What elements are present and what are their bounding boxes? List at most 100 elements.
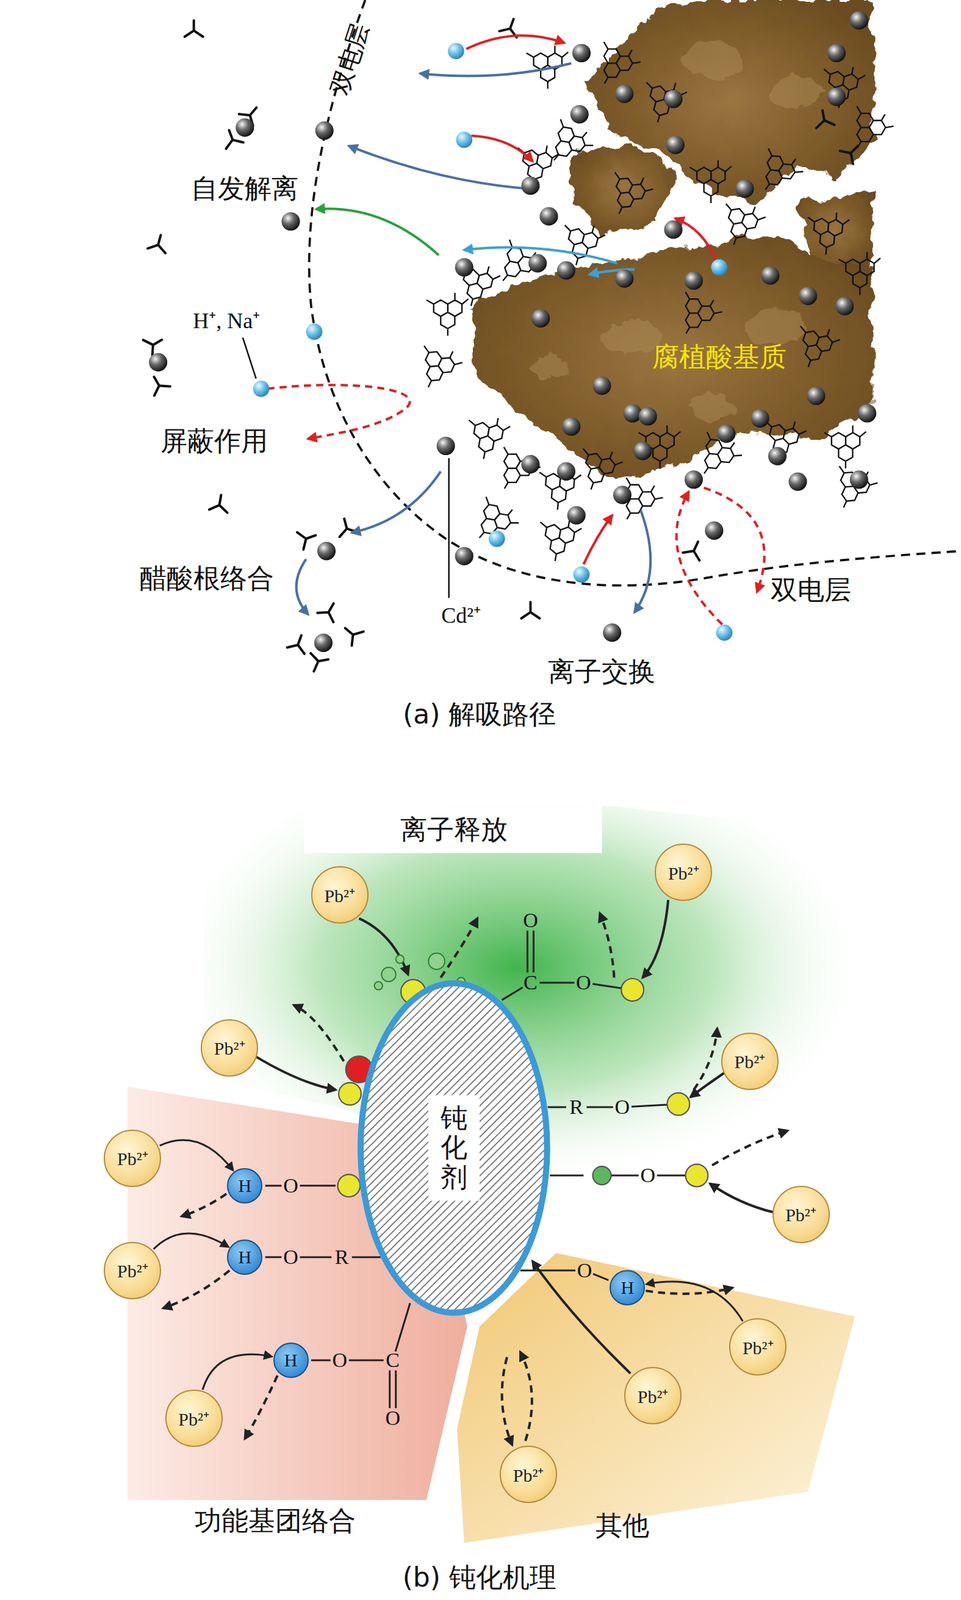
hexagon-ring [748,142,807,202]
flow-arrow [294,1005,345,1062]
chemical-bond [311,1359,331,1362]
cadmium-ion [567,506,586,525]
lead-ion: Pb²⁺ [165,1389,223,1448]
atom-label: C [385,1348,400,1373]
chemical-bond [388,1371,391,1409]
hexagon-ring [426,292,469,336]
hexagon-cluster [689,160,732,204]
flow-arrow [440,918,478,979]
cation [710,259,728,276]
hexagon-ring [788,319,843,375]
text-holder: H [284,1350,298,1372]
atom-dot [337,1174,360,1198]
lead-ion: Pb²⁺ [103,1130,162,1188]
hexagon-ring [463,491,523,551]
cadmium-ion [557,261,576,280]
node-text: Pb²⁺ [117,1145,149,1171]
flow-arrow [693,1028,717,1090]
chemical-bond [549,1175,584,1177]
atom-label: O [640,1164,656,1188]
hexagon-cluster [637,75,689,129]
cadmium-ion [314,633,333,653]
flow-arrow [704,488,765,593]
atom-label: O [577,1258,593,1283]
text-holder: Pb²⁺ [734,1048,766,1074]
flow-arrow [642,899,669,978]
binding-arrow [159,1140,234,1171]
chemical-bond [539,981,575,984]
node-text: Pb²⁺ [513,1462,545,1488]
chemical-bond [631,1104,668,1107]
hydrogen-atom: H [609,1270,645,1306]
cadmium-ion [768,447,787,466]
chemical-bond [265,1256,282,1259]
node-text: 钝化剂 [440,1103,468,1193]
acetate-symbol [682,538,707,561]
acetate-symbol [335,516,358,537]
annotation-label: 双电层 [325,20,375,99]
binding-arrow [202,1354,272,1390]
hexagon-ring [526,45,569,89]
lead-ion: Pb²⁺ [729,1318,787,1376]
flow-arrow [645,1288,733,1295]
flow-arrow [316,208,439,256]
passivation-panel [127,806,855,1544]
flow-arrow [471,135,533,162]
atom-dot [685,1164,709,1188]
node-text: Pb²⁺ [637,1383,669,1409]
label-patch: 钝化剂 [428,1095,480,1201]
node-text: Pb²⁺ [117,1258,149,1284]
acetate-symbol [297,526,319,550]
acetate-symbol [521,602,540,619]
chemical-bond [592,984,622,989]
cadmium-ion [857,403,877,423]
chemical-bond [593,1274,609,1281]
cation [488,530,506,548]
acetate-symbol [147,232,170,254]
cadmium-ion [663,220,683,239]
cadmium-ion [602,623,622,642]
atom-label: O [283,1173,299,1198]
flow-arrow [352,471,441,533]
hexagon-ring [689,160,732,204]
cadmium-ion [613,485,632,504]
hexagon-ring [608,471,666,530]
lead-ion: Pb²⁺ [721,1032,779,1091]
hexagon-cluster [463,491,523,551]
cadmium-ion [281,212,300,231]
hexagon-ring [408,339,465,396]
hexagon-cluster [526,45,569,89]
text-holder: Pb²⁺ [742,1335,774,1361]
cadmium-ion [788,472,807,492]
hexagon-ring [637,75,689,129]
hexagon-ring [485,441,544,500]
cadmium-ion [623,403,642,423]
hexagon-cluster [408,339,465,396]
hexagon-cluster [585,35,644,94]
cation [306,323,323,340]
cadmium-ion [455,547,474,566]
chemical-bond [265,1184,282,1187]
annotation-label: 双电层 [770,574,852,606]
cadmium-ion [633,441,652,461]
flow-arrow [675,218,717,262]
flow-arrow [712,1130,788,1166]
cadmium-ion [704,521,724,540]
acetate-symbol [145,372,170,396]
chemical-bond [300,1184,337,1187]
hexagon-cluster [462,413,512,463]
hydrogen-atom: H [226,1168,263,1204]
chemical-bond [520,1269,576,1272]
node-text: Pb²⁺ [734,1048,766,1074]
cadmium-ion [716,424,736,443]
chemical-bond [586,1106,613,1109]
atom-label: O [385,1407,401,1431]
double-layer-boundary [309,0,961,586]
chemical-bond [300,1256,332,1259]
hexagon-cluster [667,285,725,344]
flow-arrow [244,1375,278,1440]
acetate-symbol [310,650,331,672]
